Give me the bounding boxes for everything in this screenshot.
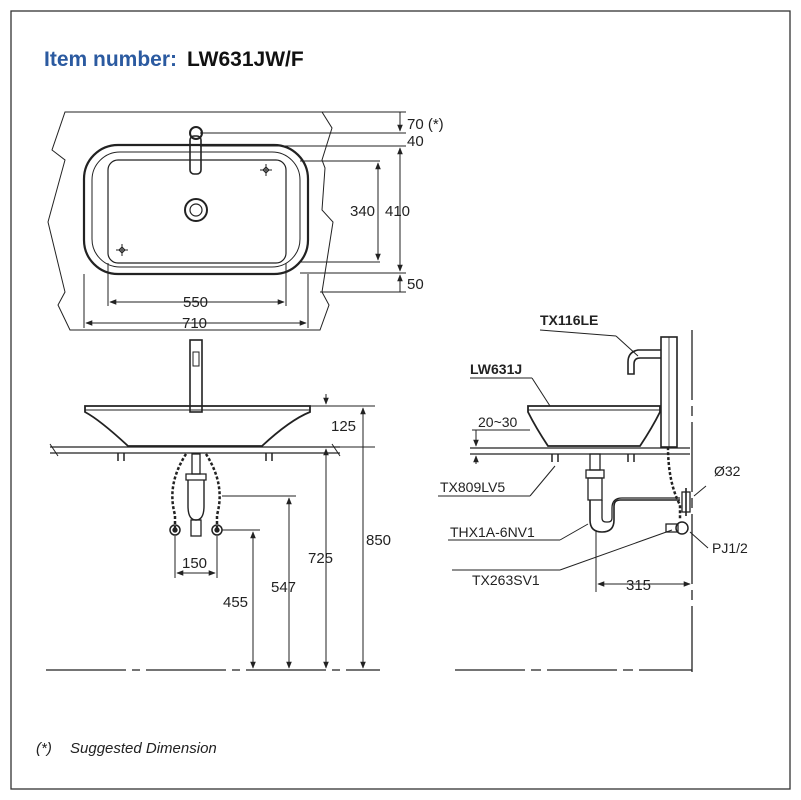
leader-thx [559, 523, 589, 541]
leader-tx809lv5 [529, 465, 556, 497]
dim-70: 70 (*) [407, 116, 444, 133]
footnote-marker: (*) [36, 740, 52, 757]
front-faucet [189, 339, 203, 413]
leader-tx263sv1 [559, 529, 673, 571]
dim-455: 455 [223, 594, 248, 611]
dim-125: 125 [331, 418, 356, 435]
label-tx809lv5: TX809LV5 [440, 479, 505, 495]
dim-710: 710 [182, 315, 207, 332]
leader-pj [689, 531, 709, 549]
side-stop-valve-icon [675, 521, 689, 535]
dim-40: 40 [407, 133, 424, 150]
side-view [438, 329, 709, 672]
top-view [47, 111, 406, 331]
front-view [46, 339, 380, 671]
dim-340: 340 [350, 203, 375, 220]
side-trap [589, 499, 680, 533]
basin-inner-rim [91, 151, 301, 268]
dim-410: 410 [385, 203, 410, 220]
overflow-marker-icon [116, 244, 128, 256]
faucet-spout [189, 135, 202, 175]
item-number-value: LW631JW/F [187, 48, 304, 71]
supply-hose [204, 453, 221, 528]
sheet-border [10, 10, 791, 790]
side-basin [527, 405, 661, 447]
side-supply-hose [666, 446, 682, 520]
label-thx1a-6nv1: THX1A-6NV1 [450, 524, 535, 540]
basin-bowl [107, 159, 287, 264]
label-o32: Ø32 [714, 463, 741, 479]
basin-outer-rim [82, 143, 310, 276]
label-tx116le: TX116LE [540, 312, 598, 328]
side-faucet-spout [627, 349, 661, 375]
label-tx263sv1: TX263SV1 [472, 572, 540, 588]
item-number-label: Item number: [44, 48, 177, 71]
dim-150: 150 [182, 555, 207, 572]
drain-icon [184, 198, 208, 222]
countertop-outline [47, 111, 334, 331]
overflow-marker-icon [260, 164, 272, 176]
dim-50: 50 [407, 276, 424, 293]
dim-315: 315 [626, 577, 651, 594]
label-lw631j: LW631J [470, 361, 522, 377]
dim-547: 547 [271, 579, 296, 596]
front-basin [84, 405, 311, 447]
dim-725: 725 [308, 550, 333, 567]
front-trap [187, 480, 205, 521]
dim-20-30: 20~30 [478, 414, 518, 430]
stop-valve-icon [169, 524, 181, 536]
footnote-text: Suggested Dimension [70, 740, 217, 757]
leader-tx116le [615, 335, 639, 357]
dim-850: 850 [366, 532, 391, 549]
dim-550: 550 [183, 294, 208, 311]
leader-o32 [693, 485, 707, 497]
label-pj1-2: PJ1/2 [712, 540, 748, 556]
supply-hose [171, 453, 188, 528]
